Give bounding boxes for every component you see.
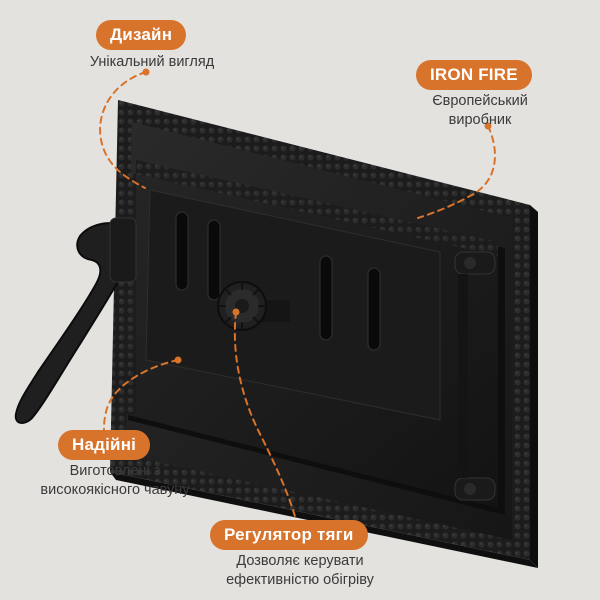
caption-brand-line-1: Європейський [432,93,528,109]
caption-reliable: Виготовлені з високоякісного чавуну [10,462,220,500]
caption-regulator-line-2: ефективністю обігріву [226,572,374,588]
back-plate-edge [530,205,538,568]
dot-reliable [174,356,182,364]
handle-mount [109,217,137,283]
caption-design: Унікальний вигляд [52,53,252,72]
slot-1 [175,211,189,291]
caption-regulator-line-1: Дозволяє керувати [236,553,364,569]
caption-reliable-line-2: високоякісного чавуну [40,482,190,498]
slot-3 [319,255,333,341]
dot-brand [484,122,492,130]
dot-regulator [232,308,240,316]
badge-regulator: Регулятор тяги [210,520,368,550]
caption-regulator: Дозволяє керувати ефективністю обігріву [190,552,410,590]
slot-2 [207,219,221,301]
badge-design: Дизайн [96,20,187,50]
caption-brand: Європейський виробник [390,92,570,130]
slot-4 [367,267,381,351]
dot-design [142,68,150,76]
inner-door-bead-top [136,160,498,256]
hinge-rod [458,274,468,478]
caption-reliable-line-1: Виготовлені з [69,463,161,479]
caption-design-line-1: Унікальний вигляд [89,54,215,70]
badge-reliable: Надійні [58,430,151,460]
connector-brand [417,125,496,219]
regulator-knob [217,281,290,331]
door-handle [14,222,121,424]
connector-design [99,71,147,189]
connector-regulator [233,311,297,521]
connector-reliable [103,359,179,431]
caption-brand-line-2: виробник [448,112,512,128]
badge-brand: IRON FIRE [416,60,532,90]
